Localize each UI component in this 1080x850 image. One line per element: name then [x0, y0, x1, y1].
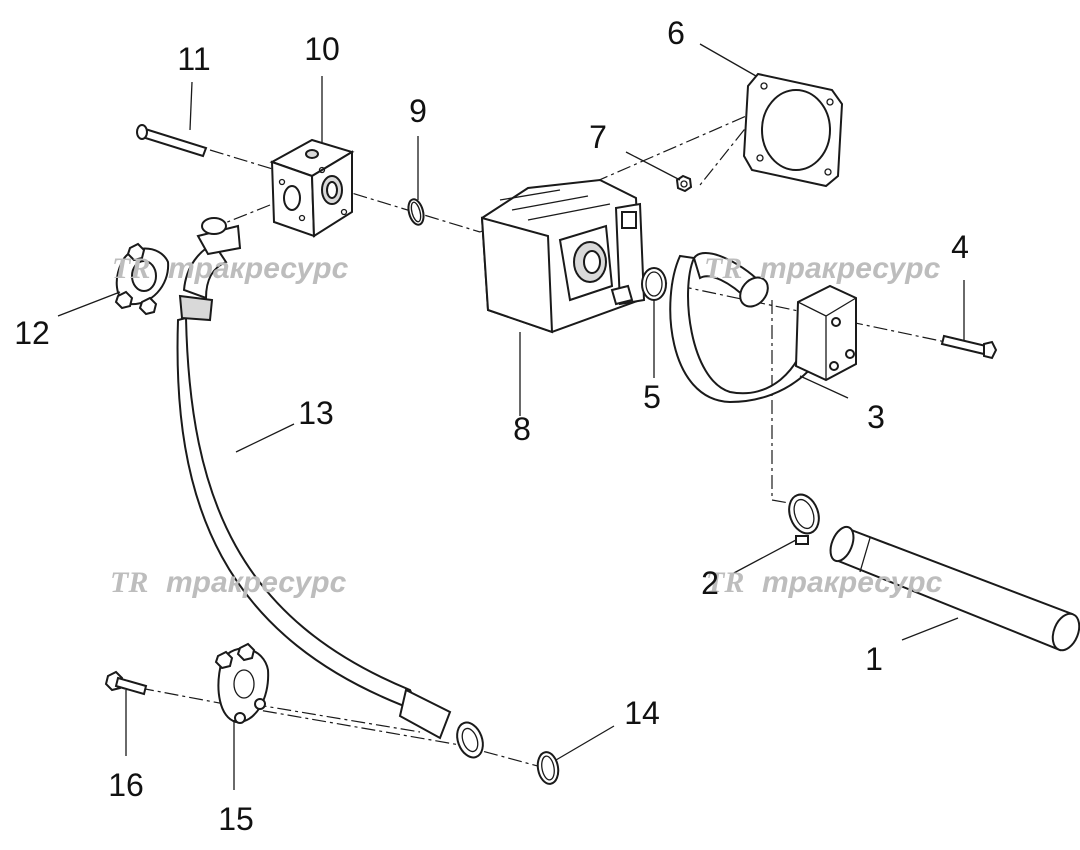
callout-4: 4: [951, 229, 969, 265]
callout-8: 8: [513, 411, 531, 447]
callout-15: 15: [218, 801, 254, 837]
part-7-nut: [675, 174, 693, 193]
callout-16: 16: [108, 767, 144, 803]
watermark-text: тракресурс: [760, 252, 941, 285]
part-8-pump: [480, 178, 646, 334]
watermark-text: тракресурс: [168, 252, 349, 285]
watermark-bottom-left: TR тракресурс: [110, 566, 347, 599]
part-14-o-ring: [536, 751, 560, 785]
part-9-o-ring: [407, 198, 425, 226]
part-11-bolt: [136, 124, 208, 158]
part-2-clamp: [788, 493, 820, 545]
callout-1: 1: [865, 641, 883, 677]
callout-7: 7: [589, 119, 607, 155]
watermark-text: тракресурс: [166, 566, 347, 599]
part-16-bolt: [104, 670, 148, 696]
part-1-hose: [829, 525, 1080, 652]
part-3-bent-tube: [669, 252, 857, 404]
part-4-bolt: [940, 334, 998, 360]
watermark-bottom-right: TR тракресурс: [706, 566, 943, 599]
watermark-top-left: TR тракресурс: [112, 252, 349, 285]
part-5-o-ring: [641, 267, 667, 301]
callout-12: 12: [14, 315, 50, 351]
callout-9: 9: [409, 93, 427, 129]
watermark-top-right: TR тракресурс: [704, 252, 941, 285]
callout-14: 14: [624, 695, 660, 731]
callout-13: 13: [298, 395, 334, 431]
part-10-block: [269, 138, 355, 238]
callout-5: 5: [643, 379, 661, 415]
part-13-hose: [176, 217, 484, 759]
part-15-flange: [214, 642, 270, 724]
watermark-logo: TR: [706, 566, 744, 599]
callout-6: 6: [667, 15, 685, 51]
watermark-text: тракресурс: [762, 566, 943, 599]
part-6-gasket: [742, 72, 844, 188]
leader-lines: [57, 43, 965, 790]
callout-labels: 1 2 3 4 5 6 7 8 9 10 11 12 13 14 15 16: [14, 15, 969, 837]
watermark-logo: TR: [110, 566, 148, 599]
callout-11: 11: [177, 41, 210, 77]
callout-3: 3: [867, 399, 885, 435]
callout-10: 10: [304, 31, 340, 67]
callout-2: 2: [701, 565, 719, 601]
watermark-logo: TR: [112, 252, 150, 285]
part-12-flange: [114, 242, 170, 316]
watermark-logo: TR: [704, 252, 742, 285]
